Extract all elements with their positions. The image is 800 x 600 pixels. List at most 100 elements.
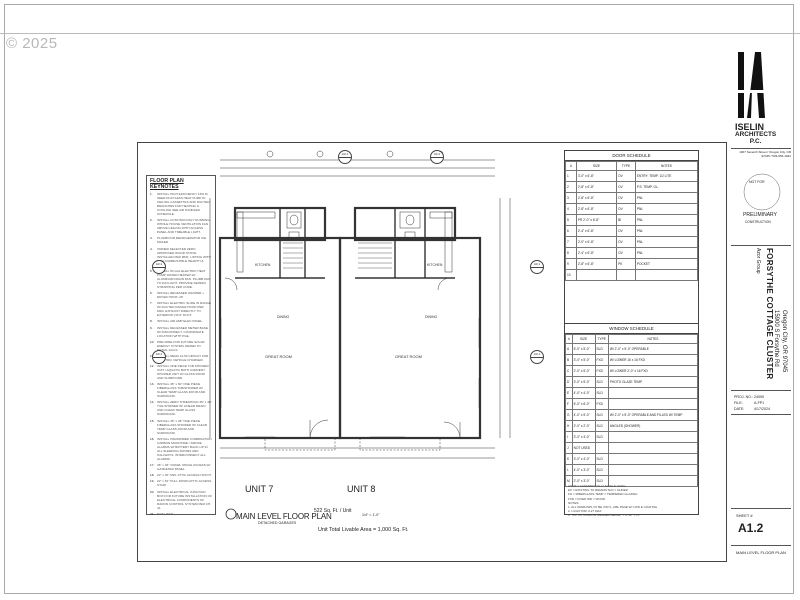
keynote-number: 16. (150, 436, 155, 441)
schedule-cell: 3 (565, 192, 577, 204)
keynote-number: 5. (150, 268, 153, 273)
schedule-cell: OV (616, 247, 636, 259)
plan-area-note: 522 Sq. Ft. / Unit (314, 508, 352, 514)
stamp-top-text: NOT FOR (749, 180, 765, 184)
top-divider (0, 33, 800, 34)
schedule-header-cell: # (565, 334, 573, 344)
keynote-item: 12.INSTALL ONE PIECE TUB SHOWER UNIT / A… (150, 364, 212, 380)
project-owner: Azor Group (755, 248, 761, 274)
schedule-header-cell: TYPE (594, 334, 609, 344)
schedule-cell: OV (616, 170, 636, 182)
project-address-vertical-2: Oregon City, OR 97045 (778, 310, 796, 372)
legend-line: 1. ALL WINDOWS TO BE VINYL, DBL PANE W/ … (568, 505, 658, 510)
stamp-circle-icon (743, 173, 781, 211)
keynote-number: 13. (150, 382, 155, 387)
kitchen-label-unit7: KITCHEN (255, 263, 271, 267)
schedule-cell: E (565, 387, 573, 399)
keynote-item: 15.INSTALL 36" x 48" ONE PIECE FIBERGLAS… (150, 419, 212, 435)
plan-title: MAIN LEVEL FLOOR PLAN (236, 512, 332, 521)
keynote-number: 18. (150, 473, 155, 478)
schedule-cell: 3'-0" x 5'-0" (571, 354, 596, 366)
schedule-cell: P.S. TEMP. GL. (634, 181, 699, 193)
schedule-cell: SLD (594, 464, 609, 476)
schedule-cell (607, 398, 699, 410)
plan-scale: 1/4" = 1'-0" (362, 513, 380, 517)
schedule-cell: 9 (565, 258, 577, 270)
floor-plan-keynotes: FLOOR PLAN KEYNOTES 1.INSTALL HIGH EFFIC… (146, 175, 216, 516)
schedule-cell: 2'-0" x 5'-0" (571, 365, 596, 377)
schedule-header-cell: TYPE (616, 161, 636, 171)
dining-label-unit8: DINING (425, 315, 438, 319)
legend-line: CSMT = CASEMENT SH = SINGLE HUNG (568, 484, 626, 488)
schedule-cell: NOT USED (571, 442, 596, 454)
schedule-cell: BI (616, 214, 636, 226)
drawing-sheet (137, 142, 727, 562)
schedule-cell: B (565, 354, 573, 366)
keynote-text: PLUMB FOR REFRIGERATOR ICE MAKER. (157, 236, 207, 245)
schedule-cell: L (565, 464, 573, 476)
floor-plan-drawing: KITCHEN KITCHEN DINING DINING GREAT ROOM… (209, 150, 511, 459)
keynote-text: INSTALL RECESSED WASHER + DRYER HOOK UP. (157, 290, 205, 299)
keynote-number: 17. (150, 463, 155, 467)
schedule-cell: W/ 2'-0" x 5'-0" OPERABLE (607, 343, 699, 355)
firm-address: 1307 Seventh Street / Oregon City, OR 97… (739, 150, 791, 158)
keynote-number: 8. (150, 319, 153, 324)
keynote-text: PRE-WIRE FOR FUTURE SOLAR ENERGY SYSTEM.… (157, 339, 205, 352)
schedule-row: 10 (565, 269, 699, 281)
proj-no-row: PROJ. NO.:24090 (734, 395, 764, 399)
schedule-cell: SLD (594, 387, 609, 399)
schedule-cell: 2'-8" x 6'-8" (575, 181, 618, 193)
legend-line: FXD = FIXED WD = WOOD (568, 496, 606, 501)
preliminary-stamp: PRELIMINARY (743, 212, 777, 218)
keynote-item: 2.INSTALL CONTINUOUSLY RUNNING WHOLE HOU… (150, 218, 212, 234)
keynote-number: 14. (150, 400, 155, 405)
keynote-number: 12. (150, 364, 155, 369)
schedule-cell: 2'-0" x 2'-0" (571, 420, 596, 432)
schedule-cell: FXD (594, 354, 609, 366)
schedule-cell: F (565, 398, 573, 410)
schedule-cell (607, 431, 699, 443)
file-row: FILE:A-FP1 (734, 401, 765, 405)
keynote-item: 6.INSTALL RECESSED WASHER + DRYER HOOK U… (150, 291, 212, 299)
schedule-cell: PHOTO GLAZE TEMP (607, 376, 699, 388)
schedule-cell: SLD (594, 431, 609, 443)
schedule-cell: 3'-0" x 4'-0" (571, 453, 596, 465)
schedule-cell: I (565, 431, 573, 443)
sheet-label: SHEET # (736, 513, 753, 518)
schedule-cell (607, 453, 699, 465)
keynote-text: INSTALL NEMA 14-50 CIRCUIT FOR ELECTRIC … (157, 353, 209, 362)
schedule-cell: PNL (634, 203, 699, 215)
schedule-cell: 10 (565, 269, 577, 281)
schedule-cell: 5'-0" x 5'-0" (571, 343, 596, 355)
schedule-cell: PNL (634, 236, 699, 248)
schedule-cell (594, 442, 609, 454)
legend-line: FG = FIBERGLASS TEMP = TEMPERED GLAZING (568, 492, 638, 497)
schedule-cell: FXD (594, 398, 609, 410)
date-row: DATE:4/17/2024 (734, 407, 770, 411)
schedule-cell: 2'-0" x 6'-8" (575, 236, 618, 248)
schedule-cell: ENTRY: TEMP. 1/2 LITE (634, 170, 699, 182)
kitchen-label-unit8: KITCHEN (427, 263, 443, 267)
schedule-cell: 4 (565, 203, 577, 215)
section-marker: A3.1 (430, 150, 444, 164)
schedule-cell: 2 (565, 181, 577, 193)
stamp-bottom-text: CONSTRUCTION (745, 220, 771, 224)
plan-detached-note: DETACHED GARAGES (258, 521, 297, 525)
schedule-cell: H (565, 420, 573, 432)
keynote-item: 7.INSTALL ELECTRIC SLIDE IN RANGE W/ DUC… (150, 301, 212, 317)
keynote-item: 3.PLUMB FOR REFRIGERATOR ICE MAKER. (150, 236, 212, 244)
copyright-watermark: © 2025 (6, 35, 58, 52)
keynote-number: 9. (150, 325, 153, 330)
schedule-cell: 2'-4" x 6'-8" (575, 247, 618, 259)
